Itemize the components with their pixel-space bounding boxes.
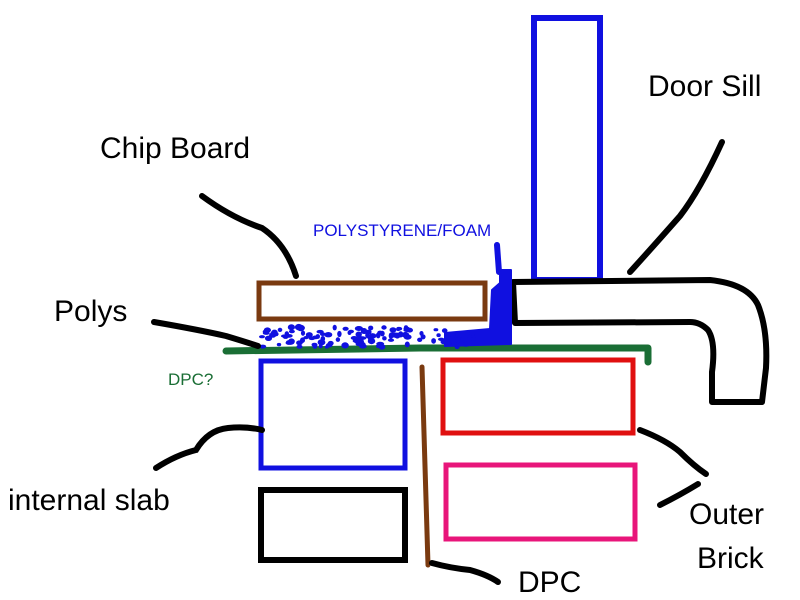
polys-dot xyxy=(382,336,387,341)
polystyrene-foam-fill xyxy=(444,269,512,347)
polys-dot xyxy=(455,337,461,344)
door-sill-pointer xyxy=(627,139,725,275)
polys-dot xyxy=(318,343,323,349)
polys-dot xyxy=(441,328,448,333)
polys-dot xyxy=(341,342,349,349)
polys-dot xyxy=(388,332,394,339)
polys-dot xyxy=(377,330,383,335)
polys-dot xyxy=(324,345,329,349)
polys-dot xyxy=(262,329,268,334)
polys-dot xyxy=(470,337,477,342)
outer-brick-label-line2: Brick xyxy=(697,542,765,575)
polys-dot xyxy=(396,326,401,332)
internal-slab-pointer xyxy=(153,424,265,471)
polys-dot xyxy=(335,337,341,342)
polys-dot xyxy=(312,343,318,349)
polys-dots xyxy=(259,323,479,350)
outer-brick-upper xyxy=(440,357,636,436)
polys-dot xyxy=(300,330,306,336)
dpc-bottom-label: DPC xyxy=(518,566,581,599)
polys-dot xyxy=(360,330,368,334)
polys-dot xyxy=(417,337,423,342)
polys-dot xyxy=(315,334,320,339)
polys-dot xyxy=(387,338,395,342)
chip-board-pointer xyxy=(199,193,299,279)
chip-board-label: Chip Board xyxy=(100,132,250,165)
polys-dot xyxy=(296,340,303,346)
polystyrene-foam-label: POLYSTYRENE/FOAM xyxy=(313,221,491,240)
polys-dot xyxy=(462,341,470,347)
polys-dot xyxy=(259,344,267,349)
polys-dot xyxy=(320,336,326,342)
polys-dot xyxy=(277,327,283,332)
polys-dot xyxy=(381,325,387,330)
polys-dot xyxy=(436,333,441,338)
polys-dot xyxy=(296,344,303,349)
polys-dot xyxy=(389,327,397,333)
internal-slab-label: internal slab xyxy=(8,484,170,517)
outer-brick-pointer-bottom xyxy=(657,481,701,508)
polys-dot xyxy=(469,331,476,336)
polys-dot xyxy=(368,333,377,339)
polys-dot xyxy=(368,325,374,331)
polys-dot xyxy=(445,338,452,346)
polys-dot xyxy=(470,341,479,345)
polys-dot xyxy=(404,325,408,330)
outer-brick-lower xyxy=(443,462,638,542)
polys-dot xyxy=(438,337,445,341)
polystyrene-foam-pointer xyxy=(494,242,502,275)
internal-slab-upper-block xyxy=(258,358,408,471)
door-sill-shape xyxy=(510,277,770,405)
polys-dot xyxy=(276,342,282,347)
door-frame xyxy=(531,15,603,283)
polys-dot xyxy=(271,329,278,335)
dpc-bottom-pointer xyxy=(429,560,501,585)
chip-board xyxy=(256,280,488,322)
door-sill-label: Door Sill xyxy=(648,70,761,103)
polys-dot xyxy=(347,330,352,336)
polys-dot xyxy=(358,342,364,346)
polys-dot xyxy=(342,326,349,331)
polys-dot xyxy=(352,339,360,343)
internal-slab-lower-block xyxy=(258,487,408,563)
polys-dot xyxy=(264,335,273,341)
polys-dot xyxy=(327,340,334,346)
polys-dot xyxy=(308,336,316,341)
polys-dot xyxy=(259,335,265,339)
polys-dot xyxy=(450,332,456,339)
polys-dot xyxy=(324,332,333,338)
polys-dot xyxy=(404,341,410,348)
polys-dot xyxy=(419,331,424,336)
polys-dot xyxy=(431,338,436,344)
polys-dot xyxy=(287,324,295,331)
vertical-dpc-line xyxy=(419,364,431,568)
polys-dot xyxy=(433,328,439,332)
polys-dot xyxy=(357,335,362,341)
polys-dot xyxy=(367,338,376,345)
polys-dot xyxy=(376,343,381,349)
outer-brick-label-line1: Outer xyxy=(689,498,764,531)
polys-dot xyxy=(288,329,295,334)
polys-dot xyxy=(397,333,406,337)
polys-dot xyxy=(454,331,460,336)
polys-dot xyxy=(320,332,326,336)
polys-dot xyxy=(460,336,469,343)
polys-dot xyxy=(454,342,460,350)
outer-brick-pointer-top xyxy=(637,427,709,477)
polys-dot xyxy=(403,328,411,332)
polys-dot xyxy=(337,330,342,338)
dpc-question-label: DPC? xyxy=(168,370,213,389)
polys-dot xyxy=(303,336,309,340)
polys-dot xyxy=(288,338,295,345)
polys-dot xyxy=(294,323,303,331)
polys-dot xyxy=(281,334,289,338)
polys-dot xyxy=(332,324,337,331)
polys-label: Polys xyxy=(54,295,127,328)
dpc-green-line xyxy=(222,344,652,366)
polys-pointer xyxy=(151,319,261,349)
